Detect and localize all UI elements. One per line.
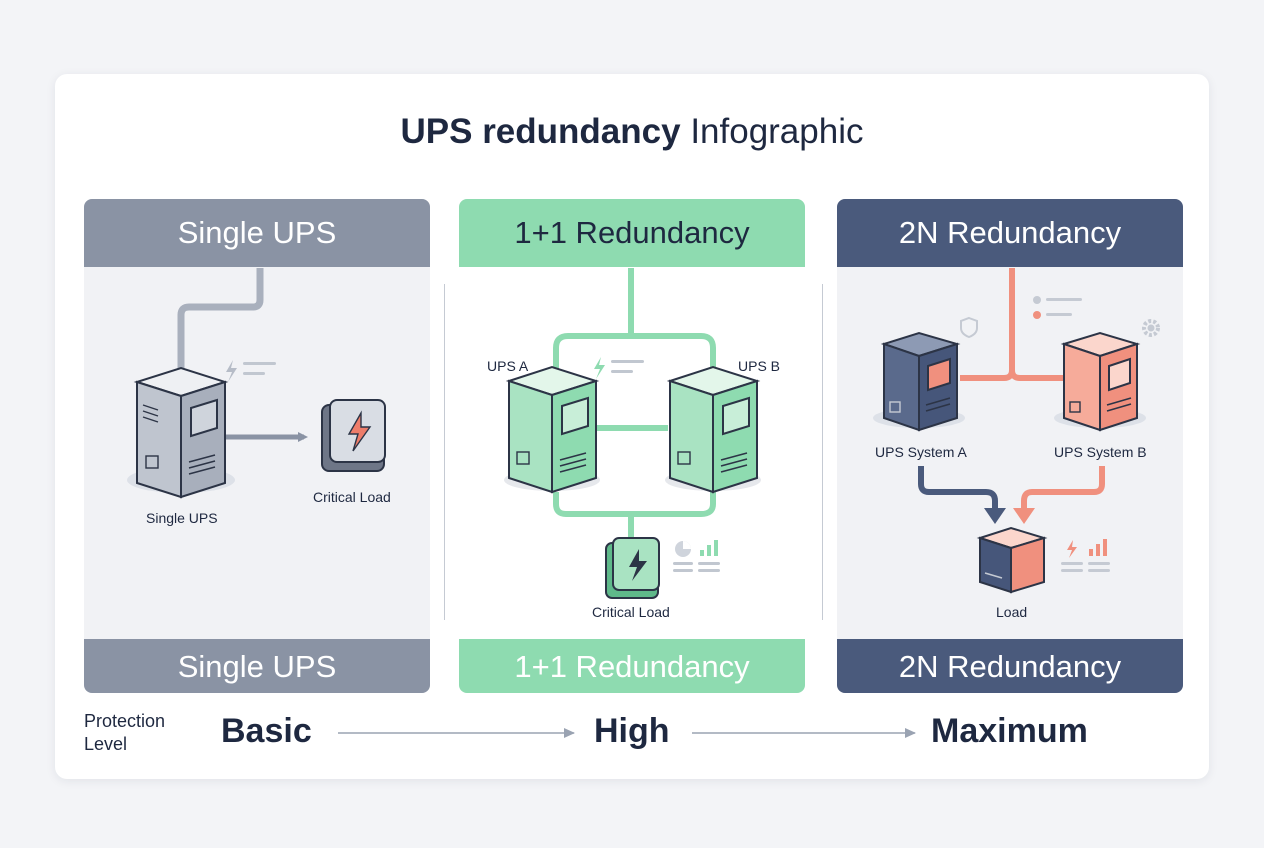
level-maximum: Maximum <box>931 712 1088 750</box>
redundancy-2n-diagram <box>873 268 1160 594</box>
lightning-chart-icon <box>1061 539 1110 572</box>
ups-system-b-cabinet-icon <box>1054 331 1146 432</box>
label-ups-system-b: UPS System B <box>1054 444 1147 460</box>
split-feed-line <box>960 268 1064 381</box>
dual-feed-line <box>553 268 716 380</box>
gear-icon <box>1142 319 1160 337</box>
label-ups-system-a: UPS System A <box>875 444 967 460</box>
pie-chart-icon <box>675 541 691 557</box>
label-critical-load: Critical Load <box>313 489 391 505</box>
label-single-ups: Single UPS <box>146 510 218 526</box>
single-ups-diagram <box>127 268 386 499</box>
redundancy-1plus1-diagram <box>504 268 761 599</box>
feed-b-arrow <box>1021 466 1105 512</box>
label-ups-a: UPS A <box>487 358 529 374</box>
power-feed-line <box>177 268 264 368</box>
bar-chart-icon <box>700 540 718 556</box>
ups-a-cabinet-icon <box>504 365 600 494</box>
shield-icon <box>960 316 978 339</box>
level-basic: Basic <box>221 712 312 750</box>
protection-label-line2: Level <box>84 734 128 754</box>
title-bold: UPS redundancy <box>400 112 681 151</box>
critical-load-box-icon <box>605 537 660 599</box>
panel-footer: Single UPS <box>84 639 430 693</box>
level-high: High <box>594 712 670 750</box>
lightning-note-icon <box>594 357 644 379</box>
load-cube-icon <box>976 526 1048 594</box>
load-bus-line <box>553 492 716 540</box>
page-title: UPS redundancy Infographic <box>0 112 1264 152</box>
feed-b-arrowhead <box>1013 508 1035 524</box>
single-ups-cabinet-icon <box>133 366 229 499</box>
divider-left <box>444 284 445 620</box>
panel-header: 2N Redundancy <box>837 199 1183 267</box>
lightning-note-icon <box>226 360 276 382</box>
panel-header: Single UPS <box>84 199 430 267</box>
ups-system-a-cabinet-icon <box>873 331 965 432</box>
panel-footer: 1+1 Redundancy <box>459 639 805 693</box>
label-critical-load: Critical Load <box>592 604 670 620</box>
protection-label-line1: Protection <box>84 711 166 731</box>
data-lines-icon <box>673 562 720 572</box>
title-rest: Infographic <box>690 112 864 151</box>
protection-level-label: Protection Level <box>84 710 165 756</box>
label-ups-b: UPS B <box>738 358 781 374</box>
label-load: Load <box>996 604 1028 620</box>
feed-a-arrow <box>918 466 998 512</box>
feed-a-arrowhead <box>984 508 1006 524</box>
divider-right <box>822 284 823 620</box>
panel-footer: 2N Redundancy <box>837 639 1183 693</box>
critical-load-box-icon <box>321 399 386 472</box>
checklist-icon <box>1033 296 1082 319</box>
ups-b-cabinet-icon <box>665 365 761 494</box>
panel-header: 1+1 Redundancy <box>459 199 805 267</box>
